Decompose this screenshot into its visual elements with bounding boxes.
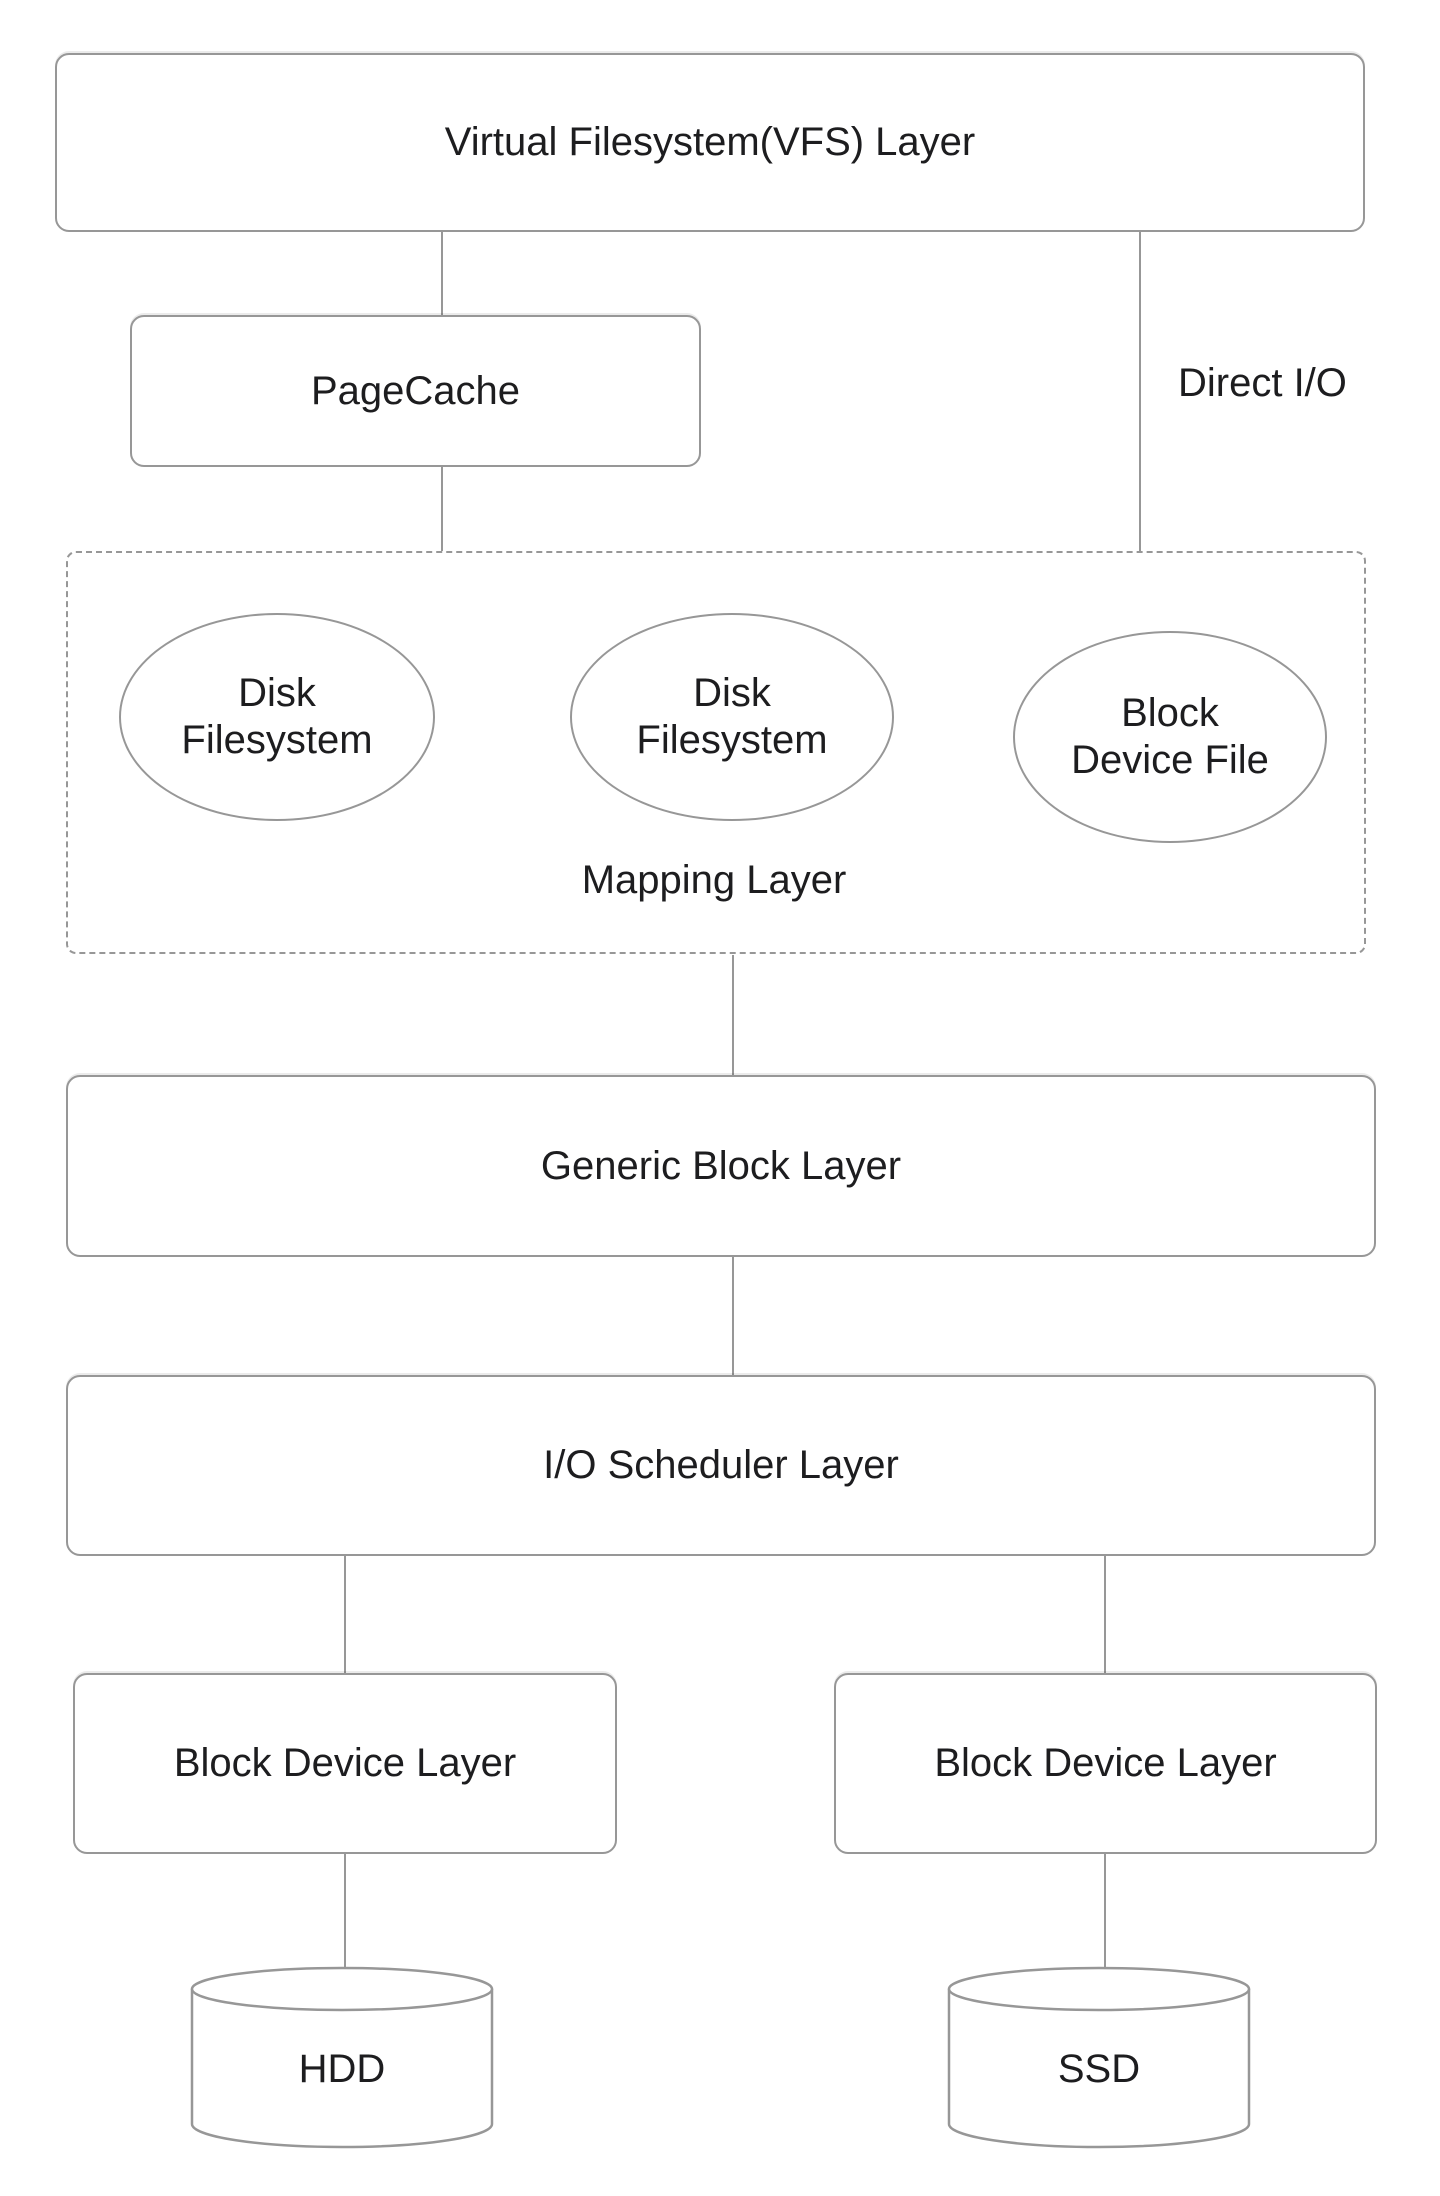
cylinder-body (947, 1989, 1251, 2149)
ssd-cylinder (947, 1966, 1251, 2149)
connector-pagecache-to-mapping (441, 463, 443, 551)
hdd-cylinder (190, 1966, 494, 2149)
block-device-layer-label-left: Block Device Layer (173, 1741, 517, 1785)
connector-direct-io-line (1139, 228, 1141, 551)
ellipse-label-line: Disk (238, 671, 316, 715)
connector-scheduler-to-bdl-left (344, 1552, 346, 1673)
hdd-label: HDD (298, 2047, 386, 2091)
block-device-file-ellipse: Block Device File (1013, 631, 1327, 843)
disk-filesystem-ellipse-1: Disk Filesystem (119, 613, 435, 821)
cylinder-body (190, 1989, 494, 2149)
ellipse-label-line: Filesystem (181, 718, 373, 762)
connector-vfs-to-pagecache (441, 228, 443, 315)
io-scheduler-layer-label: I/O Scheduler Layer (543, 1443, 899, 1487)
ellipse-label-line: Disk (693, 671, 771, 715)
vfs-layer-label: Virtual Filesystem(VFS) Layer (444, 120, 976, 164)
connector-mapping-to-generic (732, 955, 734, 1075)
ellipse-label-line: Filesystem (636, 718, 828, 762)
disk-filesystem-ellipse-2: Disk Filesystem (570, 613, 894, 821)
ssd-label: SSD (1057, 2047, 1141, 2091)
ellipse-label-line: Device File (1071, 738, 1269, 782)
generic-block-layer-label: Generic Block Layer (540, 1143, 902, 1188)
disk-filesystem-label-2: Disk Filesystem (636, 670, 827, 764)
io-scheduler-layer-box: I/O Scheduler Layer (66, 1375, 1376, 1556)
cylinder-top (190, 1966, 494, 2012)
block-device-layer-box-right: Block Device Layer (834, 1673, 1377, 1854)
vfs-layer-box: Virtual Filesystem(VFS) Layer (55, 53, 1365, 232)
generic-block-layer-box: Generic Block Layer (66, 1075, 1376, 1257)
connector-bdl-right-to-ssd (1104, 1850, 1106, 1968)
connector-bdl-left-to-hdd (344, 1850, 346, 1968)
pagecache-box: PageCache (130, 315, 701, 467)
connector-scheduler-to-bdl-right (1104, 1552, 1106, 1673)
block-device-layer-box-left: Block Device Layer (73, 1673, 617, 1854)
disk-filesystem-label-1: Disk Filesystem (181, 670, 372, 764)
pagecache-label: PageCache (310, 368, 521, 413)
cylinder-top (947, 1966, 1251, 2012)
ellipse-label-line: Block (1121, 691, 1219, 735)
mapping-layer-label: Mapping Layer (581, 858, 847, 902)
direct-io-label: Direct I/O (1178, 361, 1347, 405)
block-device-layer-label-right: Block Device Layer (934, 1741, 1277, 1785)
connector-generic-to-scheduler (732, 1253, 734, 1375)
block-device-file-label: Block Device File (1071, 690, 1269, 784)
